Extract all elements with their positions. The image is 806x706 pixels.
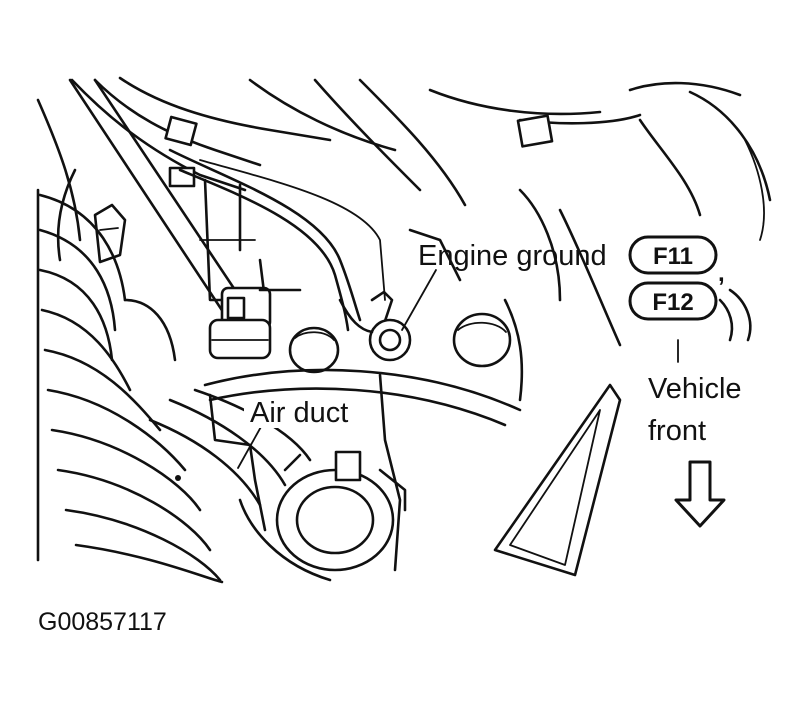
connector-f12-tag: F12 [628,281,718,321]
figure-id: G00857117 [38,608,167,636]
engine-boss-left [288,326,340,374]
corrugated-hose [36,188,312,584]
engine-ground-label: Engine ground [418,240,607,272]
harness-connector [208,286,272,360]
air-duct-body [208,373,407,582]
vehicle-front-label-line2: front [648,415,706,447]
connector-separator: , [718,260,725,287]
engine-ground-bolt [338,290,412,362]
connector-f12-label: F12 [652,289,693,316]
vehicle-front-label-line1: Vehicle [648,373,742,405]
air-duct-label: Air duct [250,397,348,429]
down-arrow-icon [674,460,726,528]
connector-f11-label: F11 [653,243,693,270]
engine-bay-illustration [36,76,772,584]
connector-f11-tag: F11 [628,235,718,275]
air-duct-label-bg [244,398,360,428]
engine-boss-right [452,312,512,368]
